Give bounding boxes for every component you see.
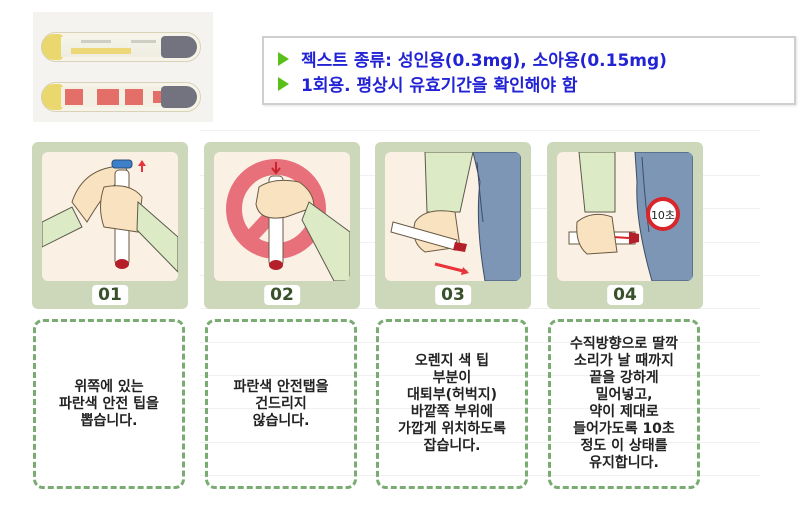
step-number: 03 [435, 285, 471, 305]
pediatric-pen-image [41, 82, 201, 112]
green-triangle-bullet-icon [278, 51, 289, 66]
description-text: 파란색 안전탭을 건드리지 않습니다. [233, 378, 329, 429]
step-card-01: 01 [32, 142, 188, 309]
step-description-02: 파란색 안전탭을 건드리지 않습니다. [205, 319, 357, 489]
description-text: 위쪽에 있는 파란색 안전 팁을 뽑습니다. [59, 378, 159, 429]
step-number: 02 [264, 285, 300, 305]
adult-pen-image [41, 32, 201, 62]
step-number: 04 [607, 285, 643, 305]
step-illustration-push-hold: 10초 [557, 152, 693, 281]
step-card-02: 02 [204, 142, 360, 309]
step-description-01: 위쪽에 있는 파란색 안전 팁을 뽑습니다. [33, 319, 185, 489]
svg-text:10초: 10초 [651, 209, 675, 222]
step-illustration-do-not-touch-tab [214, 152, 350, 281]
info-text: 젝스트 종류: 성인용(0.3mg), 소아용(0.15mg) [301, 51, 667, 71]
description-text: 오렌지 색 팁 부분이 대퇴부(허벅지) 바깥쪽 부위에 가깝게 위치하도록 잡… [398, 353, 506, 454]
step-number: 01 [92, 285, 128, 305]
step-illustration-remove-safety-cap [42, 152, 178, 281]
info-text: 1회용. 평상시 유효기간을 확인해야 함 [301, 76, 578, 96]
description-text: 수직방향으로 딸깍 소리가 날 때까지 끝을 강하게 밀어넣고, 약이 제대로 … [570, 336, 678, 471]
auto-injector-photo [33, 12, 213, 122]
step-card-04: 10초 04 [547, 142, 703, 309]
info-box: 젝스트 종류: 성인용(0.3mg), 소아용(0.15mg) 1회용. 평상시… [262, 36, 796, 105]
green-triangle-bullet-icon [278, 76, 289, 91]
timer-badge-icon [646, 197, 680, 231]
info-line-expiry: 1회용. 평상시 유효기간을 확인해야 함 [278, 71, 578, 96]
step-description-04: 수직방향으로 딸깍 소리가 날 때까지 끝을 강하게 밀어넣고, 약이 제대로 … [548, 319, 700, 489]
step-illustration-position-tip [385, 152, 521, 281]
step-card-03: 03 [375, 142, 531, 309]
info-line-types: 젝스트 종류: 성인용(0.3mg), 소아용(0.15mg) [278, 46, 667, 71]
step-description-03: 오렌지 색 팁 부분이 대퇴부(허벅지) 바깥쪽 부위에 가깝게 위치하도록 잡… [376, 319, 528, 489]
